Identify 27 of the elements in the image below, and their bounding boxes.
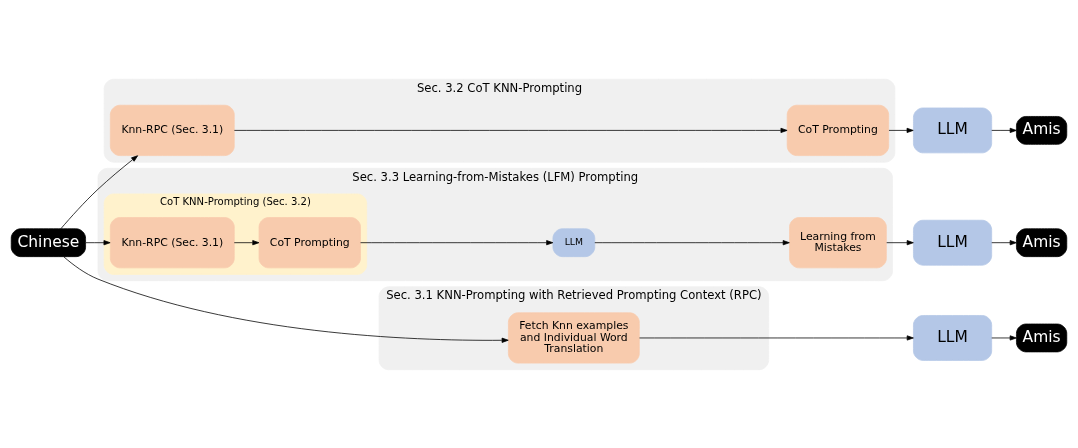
arrow — [639, 334, 914, 340]
node-box: Amis — [1016, 323, 1068, 352]
arrow — [60, 154, 139, 229]
arrow — [233, 127, 788, 133]
arrow — [991, 239, 1017, 245]
node-box: Fetch Knn examples and Individual Word Translation — [508, 311, 640, 363]
node-box: LLM — [913, 219, 993, 266]
arrow — [991, 127, 1017, 133]
node-box: Amis — [1016, 115, 1068, 145]
node-box: LLM — [552, 227, 596, 257]
node-box: LLM — [913, 107, 993, 153]
arrow — [63, 255, 509, 343]
node-box: Chinese — [10, 227, 86, 257]
arrow — [233, 239, 260, 245]
node-box: CoT Prompting — [786, 104, 890, 156]
node-box: CoT Prompting — [258, 216, 361, 268]
node-box: Knn-RPC (Sec. 3.1) — [109, 216, 235, 268]
node-box: Amis — [1016, 227, 1068, 257]
arrow — [991, 334, 1017, 340]
arrow — [85, 239, 111, 245]
node-box: Learning from Mistakes — [789, 216, 887, 268]
arrow — [594, 239, 790, 245]
arrow — [886, 239, 914, 245]
node-box: LLM — [913, 314, 993, 361]
arrow — [360, 239, 554, 245]
arrow — [888, 127, 914, 133]
node-box: Knn-RPC (Sec. 3.1) — [109, 104, 235, 156]
